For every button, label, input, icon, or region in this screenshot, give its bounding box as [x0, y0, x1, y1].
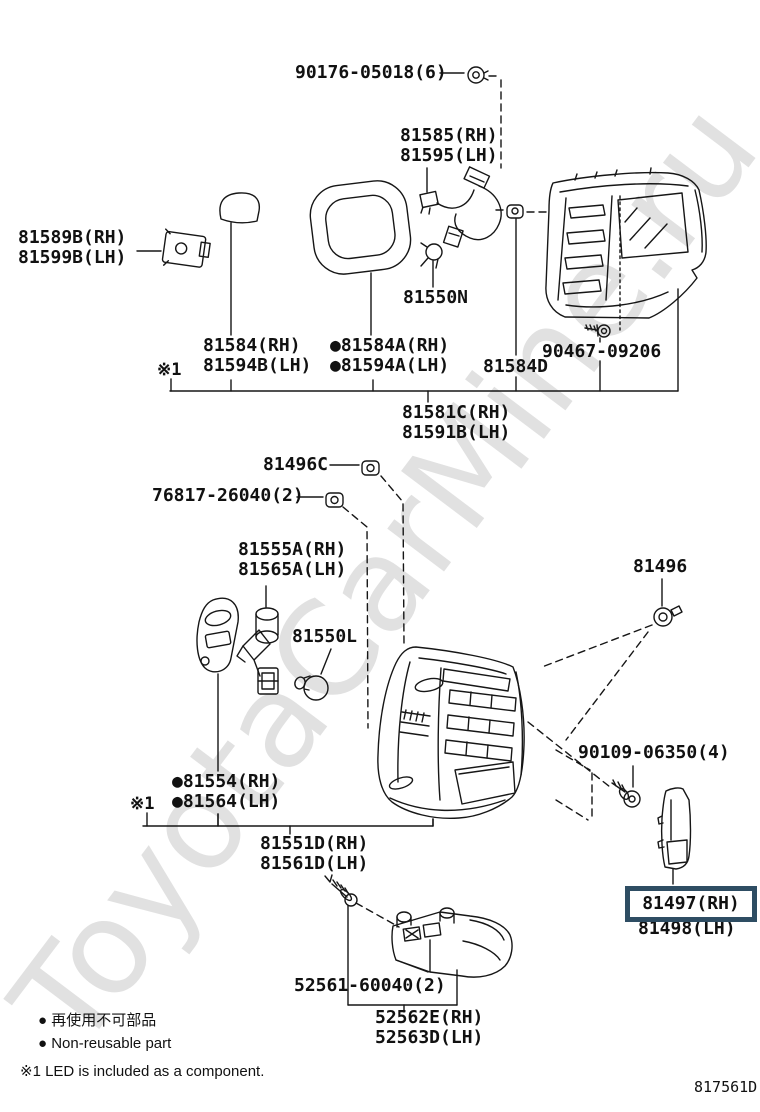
legend-led-footnote: ※1 LED is included as a component. — [20, 1063, 265, 1080]
pad-81584-drawing — [219, 192, 261, 336]
side-bracket-81497-drawing — [657, 787, 692, 885]
bulb-81550L-drawing — [294, 648, 332, 701]
part-label-81550L: 81550L — [292, 626, 358, 647]
grommet-76817-icon — [296, 492, 369, 729]
footnote-ref-bottom: ※1 — [130, 794, 155, 814]
part-label-90176-05018: 90176-05018(6) — [295, 62, 447, 83]
grommet-81496C-icon — [329, 460, 405, 646]
highlighted-part-box: 81497(RH) — [625, 886, 757, 922]
screw-90109-icon — [611, 765, 641, 808]
part-label-52562E-52563D: 52562E(RH) 52563D(LH) — [375, 1007, 484, 1048]
part-label-81581C-81591B: 81581C(RH) 81591B(LH) — [402, 402, 511, 443]
legend-non-reusable-en: ● Non-reusable part — [38, 1035, 172, 1052]
part-label-81497: 81497(RH) — [642, 893, 740, 914]
footnote-ref-top: ※1 — [157, 360, 182, 380]
part-label-81550N: 81550N — [403, 287, 469, 308]
part-label-81584-81594B: 81584(RH) 81594B(LH) — [203, 335, 312, 376]
part-label-90109-06350: 90109-06350(4) — [578, 742, 730, 763]
nut-90176-icon — [439, 66, 502, 169]
bulb-81550N-drawing — [420, 242, 443, 288]
harness-81585-drawing — [419, 166, 502, 248]
socket-81555A-drawing — [236, 585, 279, 695]
screw-52561-icon — [324, 874, 400, 1006]
clip-90467-icon — [584, 324, 611, 392]
part-label-81584A-81594A: ●81584A(RH) ●81594A(LH) — [330, 335, 450, 376]
upper-bracket-lines — [169, 288, 679, 403]
part-label-81554-81564: ●81554(RH) ●81564(LH) — [172, 771, 281, 812]
legend-non-reusable-jp: ● 再使用不可部品 — [38, 1012, 157, 1029]
protector-52562E-drawing — [347, 907, 513, 1013]
part-label-52561-60040: 52561-60040(2) — [294, 975, 446, 996]
dashed-leader-lines — [527, 721, 611, 821]
lower-bracket-lines — [142, 812, 434, 835]
part-label-81496C: 81496C — [263, 454, 329, 475]
part-label-81584D: 81584D — [483, 356, 549, 377]
screw-81496-icon — [541, 578, 683, 741]
part-label-81498: 81498(LH) — [638, 918, 736, 939]
part-label-81589B-81599B: 81589B(RH) 81599B(LH) — [18, 227, 127, 268]
part-label-81585-81595: 81585(RH) 81595(LH) — [400, 125, 498, 166]
part-label-76817-26040: 76817-26040(2) — [152, 485, 304, 506]
gasket-81584A-drawing — [309, 180, 412, 336]
diagram-code: 817561D — [694, 1078, 758, 1096]
part-label-81551D-81561D: 81551D(RH) 81561D(LH) — [260, 833, 369, 874]
bracket-81589B-drawing — [136, 228, 211, 268]
grommet-81584D-icon — [495, 204, 548, 392]
part-label-90467-09206: 90467-09206 — [542, 341, 662, 362]
part-label-81555A-81565A: 81555A(RH) 81565A(LH) — [238, 539, 347, 580]
outer-lamp-drawing — [377, 646, 525, 827]
part-label-81496: 81496 — [633, 556, 688, 577]
inner-lamp-drawing — [545, 167, 707, 331]
